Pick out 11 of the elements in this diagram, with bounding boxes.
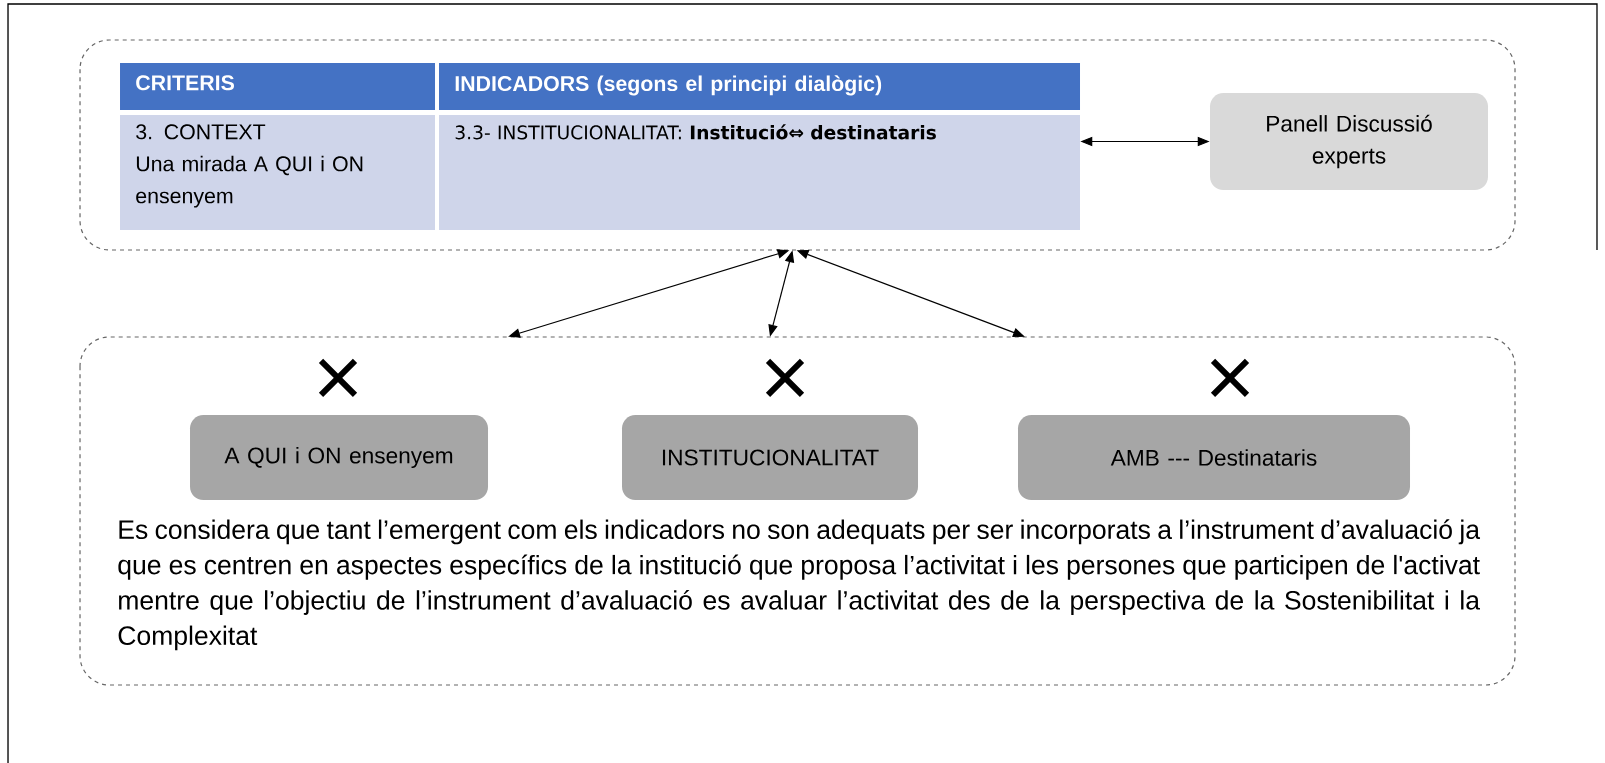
table-header-cell: INDICADORS (segons el principi dialògic) [439, 63, 1080, 110]
table-header-cell: CRITERIS [120, 63, 435, 110]
table-cell: 3.3- INSTITUCIONALITAT: Institució⇔ destinataris [439, 115, 1080, 230]
panel-box: Panell Discussió experts [1210, 93, 1488, 190]
dashed-group [79, 39, 1516, 251]
table-cell: 3. CONTEXT Una mirada A QUI i ON ensenyem [120, 115, 435, 230]
concept-box: A QUI i ON ensenyem [190, 415, 488, 500]
paragraph: Es considera que tant l’emergent com els indicadors no son adequats per ser incorporats a l’instrument d’avaluació ja que es centren en aspectes específics de la institució que proposa l’activitat i les persones que participen de l'activat mentre que l’objectiu de l’instrument d’avaluació es avaluar l’activitat des de la perspectiva de la Sostenibilitat i la Complexitat [118, 519, 1480, 651]
concept-box: INSTITUCIONALITAT [622, 415, 918, 500]
concept-box: AMB --- Destinataris [1018, 415, 1410, 500]
dashed-group [79, 336, 1516, 686]
